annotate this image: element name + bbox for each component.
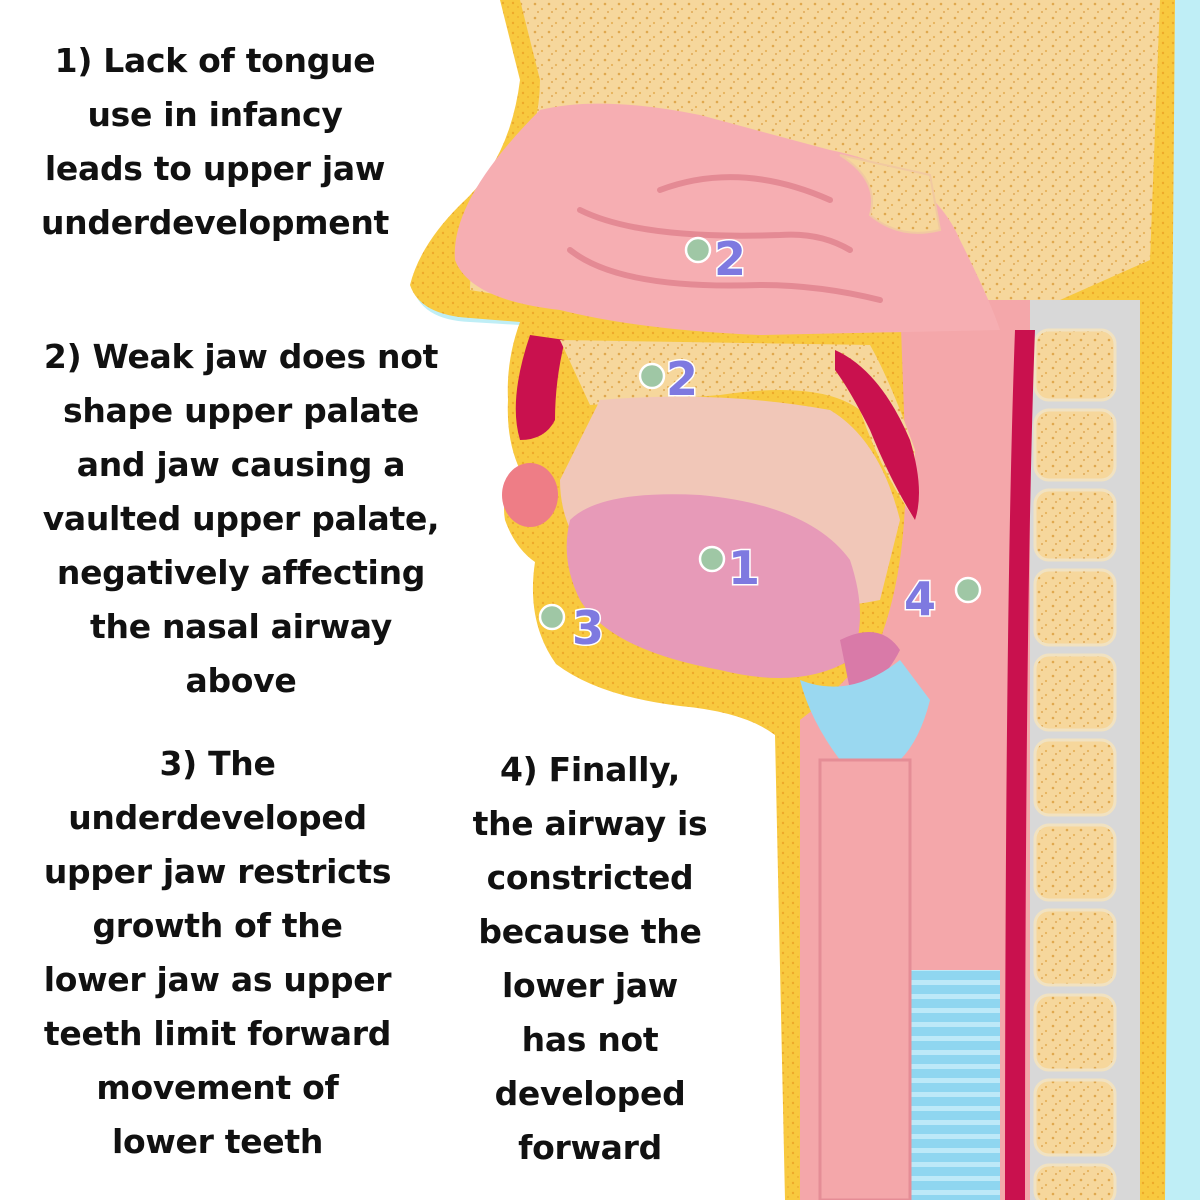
marker-number: 2	[666, 352, 698, 406]
caption-line: forward	[518, 1128, 662, 1167]
caption-line: above	[185, 661, 297, 700]
marker-dot	[954, 576, 982, 604]
caption-line: the nasal airway	[90, 607, 392, 646]
trachea	[900, 970, 1000, 1200]
larynx	[800, 660, 930, 760]
marker-dot	[638, 362, 666, 390]
caption-line: use in infancy	[87, 95, 343, 134]
nasal-septum-bone	[839, 154, 942, 234]
marker-number: 3	[572, 601, 604, 655]
marker-dot	[684, 236, 712, 264]
caption-step-4: 4) Finally, the airway is constricted be…	[455, 743, 725, 1175]
marker-dot	[698, 545, 726, 573]
caption-line: upper jaw restricts	[43, 852, 392, 891]
caption-line: leads to upper jaw	[44, 149, 386, 188]
tongue	[566, 494, 860, 678]
caption-line: because the	[478, 912, 702, 951]
marker-tongue: 1	[698, 540, 762, 597]
caption-step-2: 2) Weak jaw does not shape upper palate …	[10, 330, 472, 708]
caption-line: developed	[494, 1074, 686, 1113]
soft-palate	[835, 350, 919, 520]
nasal-turbinates	[567, 174, 883, 303]
marker-number: 4	[904, 572, 936, 626]
spine	[1030, 300, 1140, 1200]
caption-line: 2) Weak jaw does not	[43, 337, 439, 376]
marker-nasal: 2	[684, 231, 748, 288]
marker-number: 1	[728, 541, 760, 595]
marker-dot	[538, 603, 566, 631]
caption-line: the airway is	[472, 804, 708, 843]
caption-line: teeth limit forward	[43, 1014, 392, 1053]
caption-step-1: 1) Lack of tongue use in infancy leads t…	[10, 34, 420, 250]
caption-line: underdeveloped	[68, 798, 367, 837]
caption-line: and jaw causing a	[76, 445, 406, 484]
caption-line: lower jaw	[502, 966, 678, 1005]
marker-jaw: 3	[538, 600, 606, 657]
caption-line: growth of the	[92, 906, 343, 945]
caption-line: 4) Finally,	[500, 750, 680, 789]
esophagus	[818, 758, 912, 1200]
epiglottis	[840, 632, 900, 690]
caption-line: 1) Lack of tongue	[54, 41, 376, 80]
caption-line: lower jaw as upper	[43, 960, 392, 999]
caption-line: 3) The	[159, 744, 276, 783]
caption-line: has not	[521, 1020, 659, 1059]
caption-line: constricted	[486, 858, 694, 897]
marker-airway: 4	[903, 571, 982, 628]
caption-line: negatively affecting	[56, 553, 426, 592]
caption-line: lower teeth	[111, 1122, 324, 1161]
upper-lip	[515, 335, 565, 440]
marker-number: 2	[714, 232, 746, 286]
caption-line: vaulted upper palate,	[42, 499, 440, 538]
marker-palate: 2	[638, 351, 700, 408]
caption-line: movement of	[96, 1068, 339, 1107]
artery	[1005, 330, 1035, 1200]
caption-step-3: 3) The underdeveloped upper jaw restrict…	[10, 737, 425, 1169]
lower-lip	[502, 463, 558, 527]
caption-line: underdevelopment	[40, 203, 389, 242]
caption-line: shape upper palate	[62, 391, 419, 430]
